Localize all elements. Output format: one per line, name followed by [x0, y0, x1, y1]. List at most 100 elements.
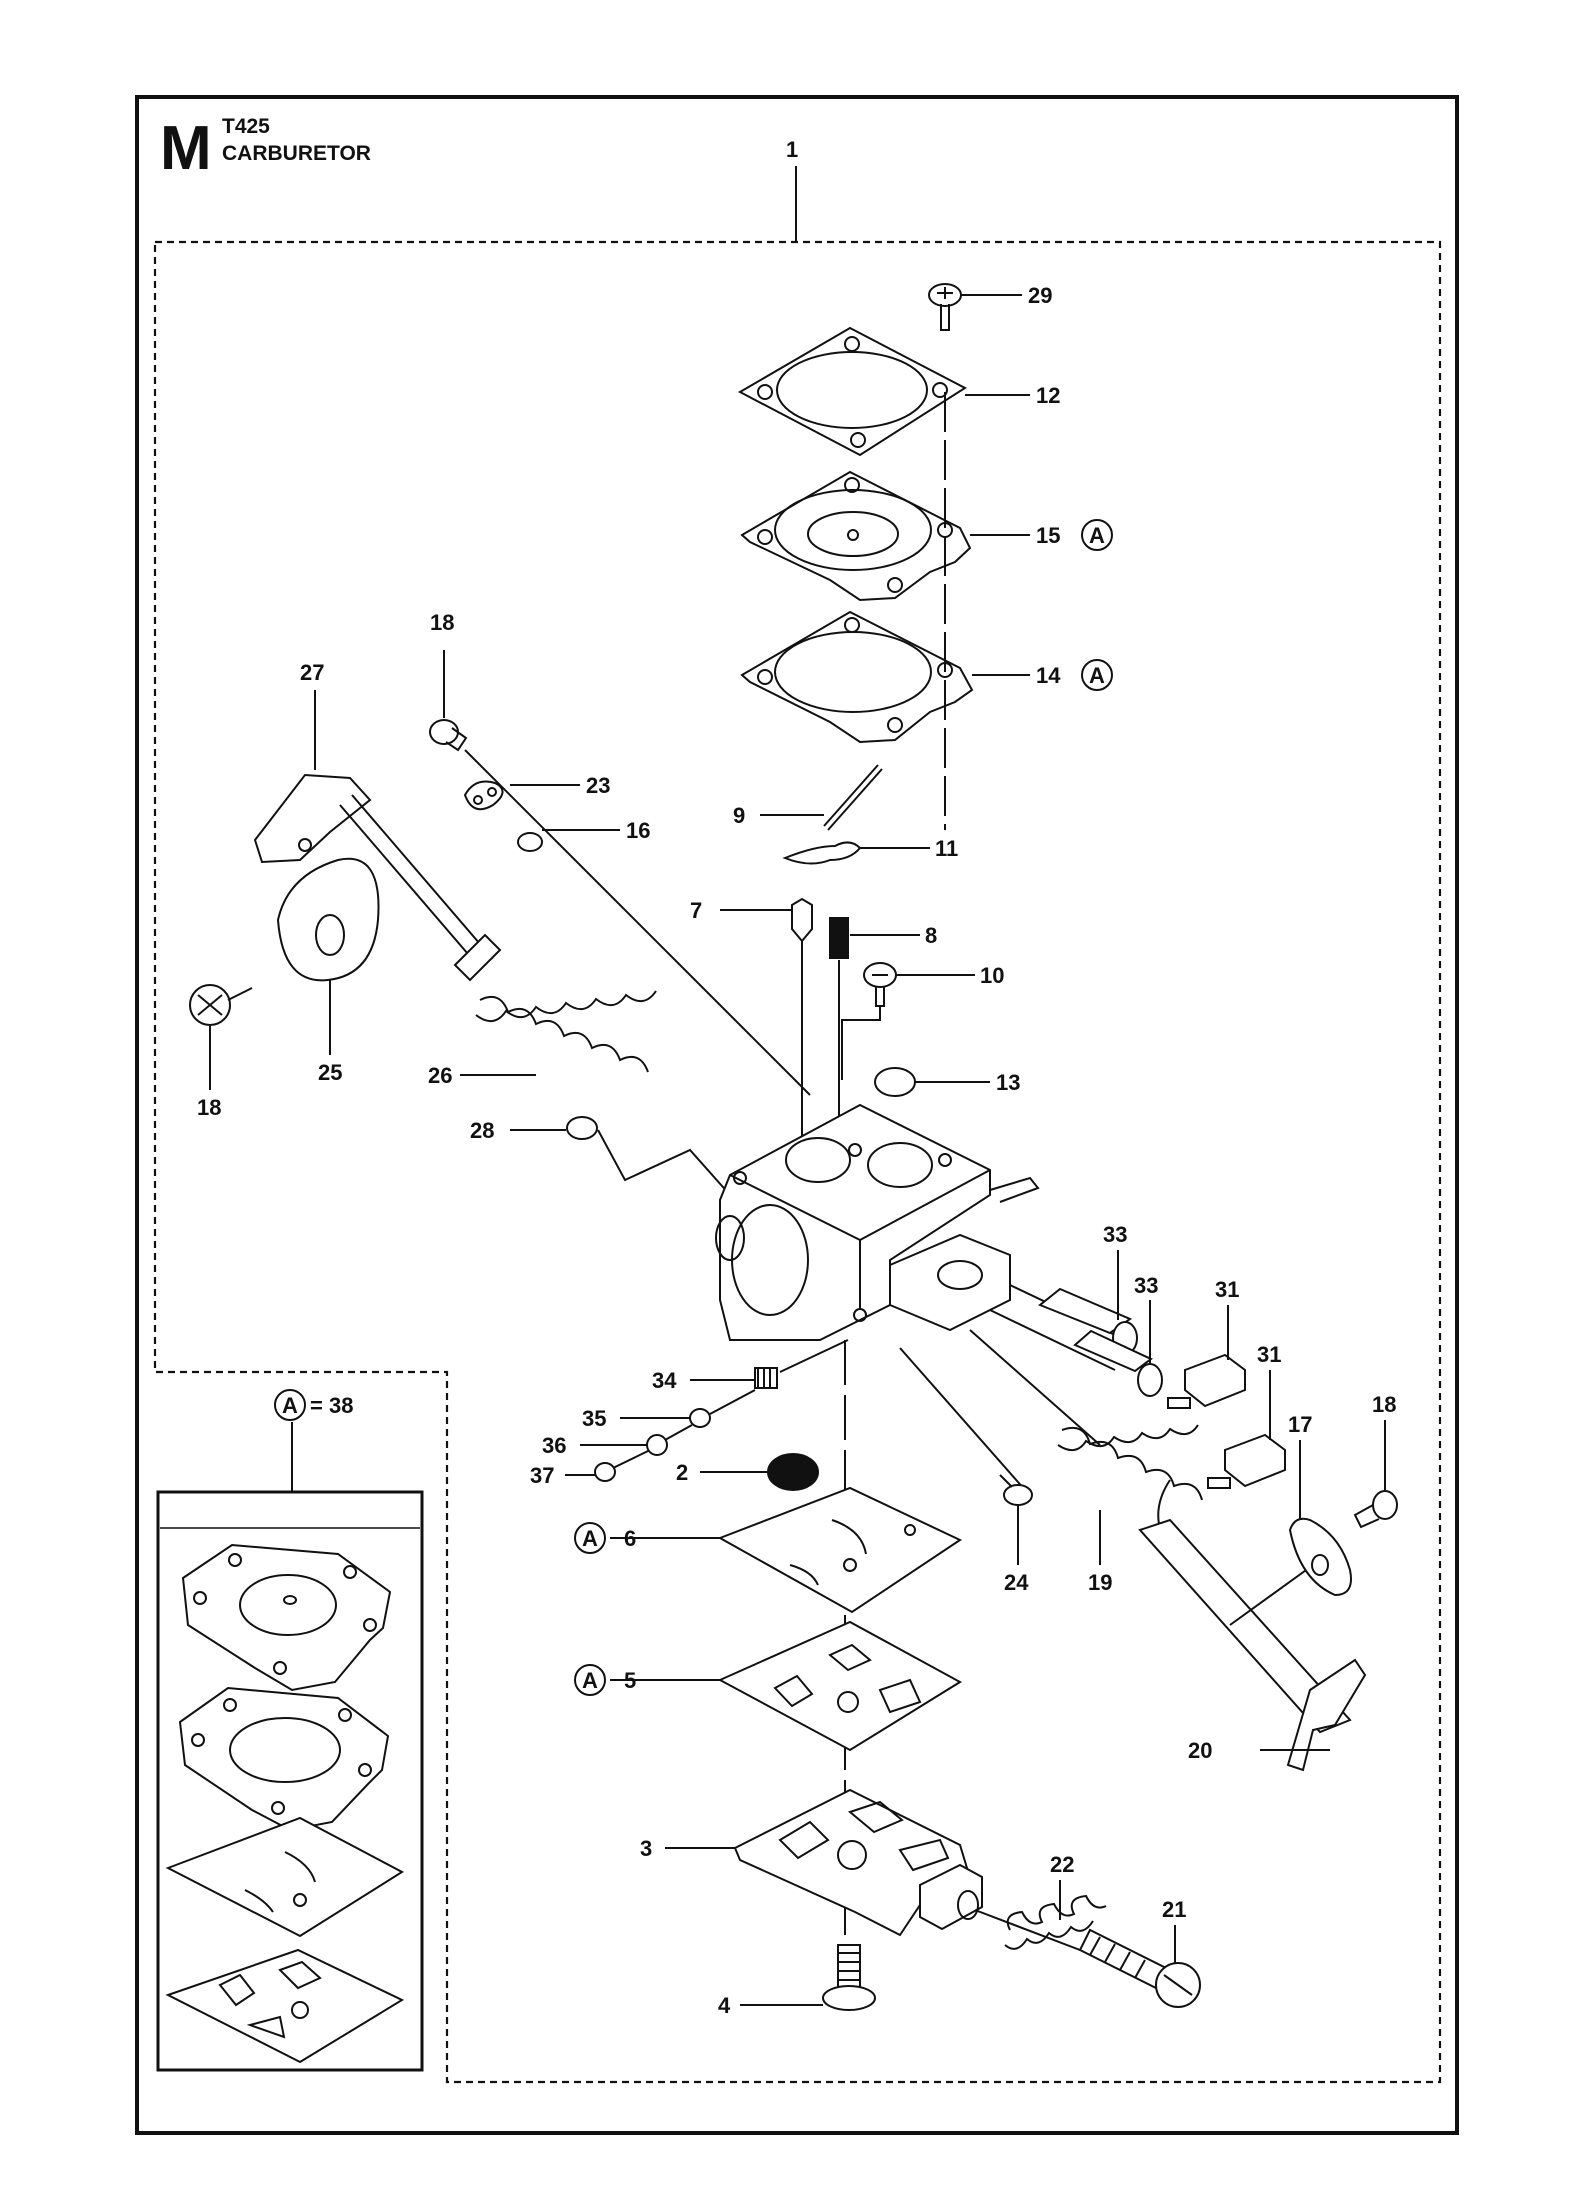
part-11-lever: [782, 841, 930, 865]
kit-gasket-4: [165, 1948, 405, 2064]
kit-gasket-1: [181, 1543, 392, 1692]
part-19-spring: [1057, 1424, 1203, 1565]
part-36-ball: [580, 1424, 693, 1456]
callout-14: 14: [1036, 663, 1061, 688]
part-14-gasket: [740, 610, 1030, 744]
kit-marker-ring-6: [574, 1522, 606, 1554]
part-35-seat: [620, 1389, 756, 1428]
callout-21: 21: [1162, 1897, 1186, 1922]
part-29-screw: [928, 283, 1022, 331]
callout-10: 10: [980, 963, 1004, 988]
kit-gasket-3: [165, 1816, 404, 1938]
callout-1: 1: [786, 137, 798, 162]
part-28-ring: [510, 1116, 731, 1196]
part-22-spring: [1004, 1880, 1107, 1950]
assembly-dashed-boundary: [153, 240, 1442, 2084]
part-13-plug: [874, 1067, 990, 1097]
part-12-cover: [737, 326, 1030, 457]
callout-36: 36: [542, 1433, 566, 1458]
callout-18-top: 18: [430, 610, 454, 635]
axis-line-18-top: [464, 749, 811, 1096]
part-15-diaphragm: [740, 470, 1030, 602]
kit-marker-ring-15: [1081, 519, 1113, 551]
kit-legend-marker: A: [282, 1393, 298, 1418]
callout-17: 17: [1288, 1412, 1312, 1437]
part-3-pump-cover: [665, 1788, 983, 1937]
callout-37: 37: [530, 1463, 554, 1488]
part-23-washer: [463, 780, 580, 811]
part-17-choke-plate: [1288, 1440, 1352, 1597]
callout-27: 27: [300, 660, 324, 685]
part-37-plug: [565, 1450, 649, 1482]
callout-31b: 31: [1257, 1342, 1281, 1367]
axis-line-19: [969, 1329, 1101, 1446]
gasket-kit-box: [156, 1490, 424, 2072]
part-8-spring: [829, 917, 920, 1140]
part-31-cap-a: [1167, 1305, 1246, 1409]
callout-25: 25: [318, 1060, 342, 1085]
kit-gasket-2: [178, 1686, 390, 1832]
callout-33a: 33: [1103, 1222, 1127, 1247]
callout-6: 6: [624, 1526, 636, 1551]
section-letter: M: [160, 114, 212, 183]
kit-marker-ring-5: [574, 1664, 606, 1696]
part-2-screen: [700, 1453, 819, 1491]
callout-2: 2: [676, 1460, 688, 1485]
kit-markers: [274, 519, 1113, 1696]
part-4-screw: [740, 1944, 876, 2011]
callout-22: 22: [1050, 1852, 1074, 1877]
callout-16: 16: [626, 818, 650, 843]
callout-20: 20: [1188, 1738, 1212, 1763]
callout-19: 19: [1088, 1570, 1112, 1595]
callout-7: 7: [690, 898, 702, 923]
callout-34: 34: [652, 1368, 677, 1393]
kit-marker-6: A: [582, 1526, 598, 1551]
part-18-screw-top: [429, 650, 468, 752]
part-16-ring: [517, 829, 620, 852]
kit-legend-number: = 38: [310, 1393, 353, 1418]
kit-legend-ring: [274, 1389, 306, 1421]
callout-23: 23: [586, 773, 610, 798]
part-18-screw-left: [189, 984, 253, 1090]
part-6-diaphragm: [610, 1486, 963, 1614]
part-5-gasket: [610, 1620, 962, 1752]
callout-9: 9: [733, 803, 745, 828]
diagram-frame: [135, 95, 1459, 2135]
callout-3: 3: [640, 1836, 652, 1861]
callout-31a: 31: [1215, 1277, 1239, 1302]
part-33-screw-b: [1073, 1300, 1163, 1397]
page-title: CARBURETOR: [222, 142, 371, 165]
callout-8: 8: [925, 923, 937, 948]
part-10-screw: [841, 962, 975, 1080]
part-9-pin: [760, 764, 883, 831]
callout-35: 35: [582, 1406, 606, 1431]
part-27-throttle-shaft: [253, 690, 502, 982]
kit-marker-letters: A A A A A = 38: [282, 523, 1105, 1693]
part-31-cap-b: [1207, 1370, 1286, 1489]
part-7-needle: [720, 897, 813, 1140]
part-21-screw: [1078, 1925, 1201, 2008]
kit-marker-5: A: [582, 1668, 598, 1693]
callout-29: 29: [1028, 283, 1052, 308]
axis-line-24: [899, 1347, 1026, 1491]
kit-marker-ring-14: [1081, 659, 1113, 691]
callout-18-right: 18: [1372, 1392, 1396, 1417]
callout-5: 5: [624, 1668, 636, 1693]
part-24-screw: [999, 1474, 1033, 1565]
callout-11: 11: [935, 836, 958, 861]
callout-28: 28: [470, 1118, 494, 1143]
callout-33b: 33: [1134, 1273, 1158, 1298]
part-33-screw-a: [1038, 1250, 1138, 1355]
kit-marker-15: A: [1089, 523, 1105, 548]
part-18-screw-right: [1353, 1420, 1398, 1529]
axis-line-33b: [989, 1309, 1116, 1371]
callout-18-left: 18: [197, 1095, 221, 1120]
callout-labels: 1 29 12 15 14 18 27 23 16 9 11 7 8 10 18…: [197, 137, 1396, 2018]
part-34-spring: [690, 1339, 849, 1389]
part-26-spring: [460, 990, 657, 1076]
callout-24: 24: [1004, 1570, 1029, 1595]
model-number: T425: [222, 115, 270, 138]
callout-26: 26: [428, 1063, 452, 1088]
callout-15: 15: [1036, 523, 1060, 548]
